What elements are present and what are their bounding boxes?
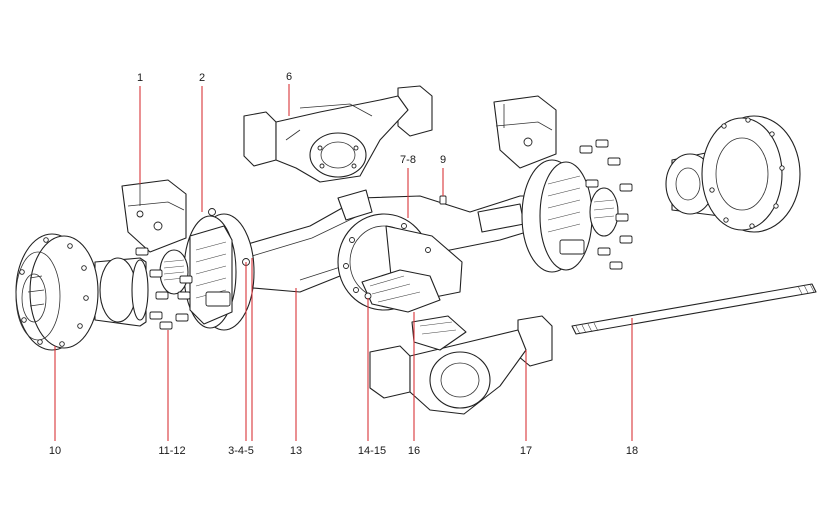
left-brake-assembly bbox=[159, 208, 255, 331]
callout-labels: 1 2 6 7-8 9 10 11-12 3-4-5 13 14-15 16 1… bbox=[49, 71, 638, 457]
callout-13: 13 bbox=[290, 445, 302, 457]
differential-assembly bbox=[337, 213, 463, 313]
callout-3-4-5: 3-4-5 bbox=[228, 445, 254, 457]
callout-11-12: 11-12 bbox=[158, 445, 185, 457]
left-studs-nuts bbox=[135, 247, 193, 330]
left-axle-bracket bbox=[121, 179, 187, 253]
callout-16: 16 bbox=[408, 445, 420, 457]
callout-18: 18 bbox=[626, 445, 638, 457]
right-brake-assembly bbox=[521, 159, 619, 273]
callout-1: 1 bbox=[137, 72, 143, 84]
axle-drive-shaft bbox=[571, 283, 817, 335]
lower-support-bracket bbox=[369, 315, 553, 415]
upper-mount-bracket bbox=[243, 85, 433, 183]
callout-7-8: 7-8 bbox=[400, 154, 416, 166]
callout-9: 9 bbox=[440, 154, 446, 166]
callout-6: 6 bbox=[286, 71, 292, 83]
right-studs-nuts bbox=[579, 139, 633, 270]
right-wheel-hub bbox=[665, 115, 801, 233]
small-pin bbox=[439, 195, 447, 205]
callout-10: 10 bbox=[49, 445, 61, 457]
callout-17: 17 bbox=[520, 445, 532, 457]
callout-2: 2 bbox=[199, 72, 205, 84]
right-axle-bracket bbox=[493, 95, 557, 169]
callout-14-15: 14-15 bbox=[358, 445, 386, 457]
leader-lines bbox=[54, 84, 633, 441]
left-wheel-hub bbox=[15, 233, 149, 351]
